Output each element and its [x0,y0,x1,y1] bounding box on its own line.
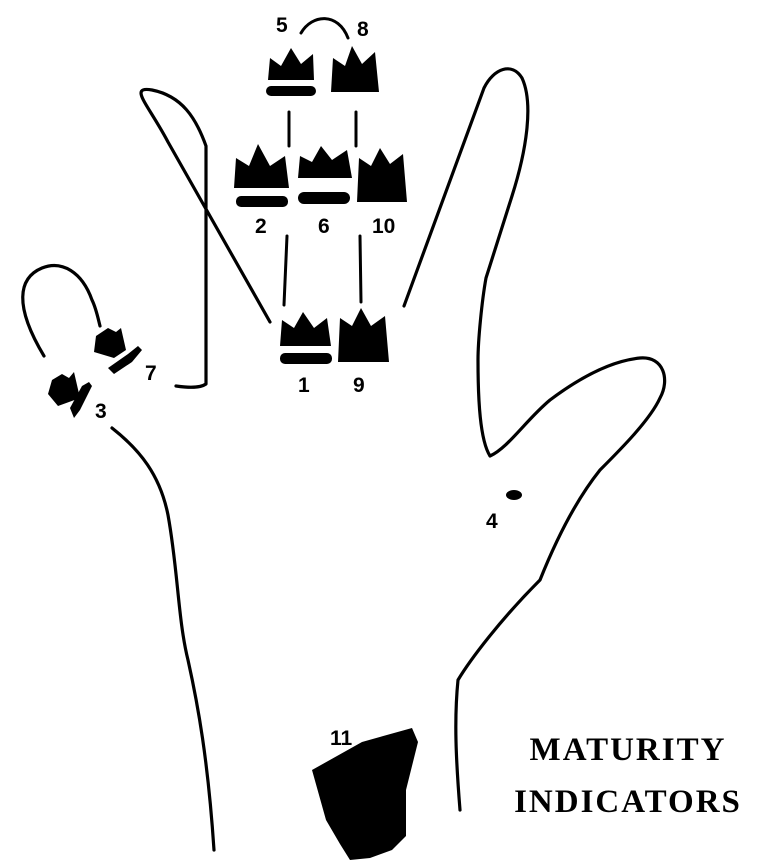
bone-8 [331,46,379,92]
index-finger-outline [141,89,270,387]
bone-11-radius [312,728,418,860]
label-6: 6 [318,215,330,238]
label-1: 1 [298,374,310,397]
label-3: 3 [95,400,107,423]
label-4: 4 [486,510,498,533]
palm-left-outline [112,428,214,850]
connector-5-8 [301,19,348,38]
diagram-title-line2: INDICATORS [514,784,742,820]
bone-5 [266,48,316,96]
label-10: 10 [372,215,395,238]
label-11: 11 [330,727,353,750]
connector-10-9 [360,236,361,302]
connector-2-1 [284,236,287,305]
indicator-labels: 5 8 2 6 10 1 9 7 3 4 11 [95,14,498,750]
label-8: 8 [357,18,369,41]
label-2: 2 [255,215,267,238]
bone-3 [48,372,92,418]
diagram-title-line1: MATURITY [530,732,727,768]
label-9: 9 [353,374,365,397]
bone-7 [94,328,142,374]
label-7: 7 [145,362,157,385]
bone-1 [280,312,332,364]
bone-2 [234,144,289,207]
bone-9 [338,308,389,362]
label-5: 5 [276,14,288,37]
bone-4-sesamoid [506,490,522,500]
bone-6 [298,146,352,204]
thumb-outline [23,266,100,356]
bone-10 [357,148,407,202]
middle-finger-outline [404,69,665,810]
